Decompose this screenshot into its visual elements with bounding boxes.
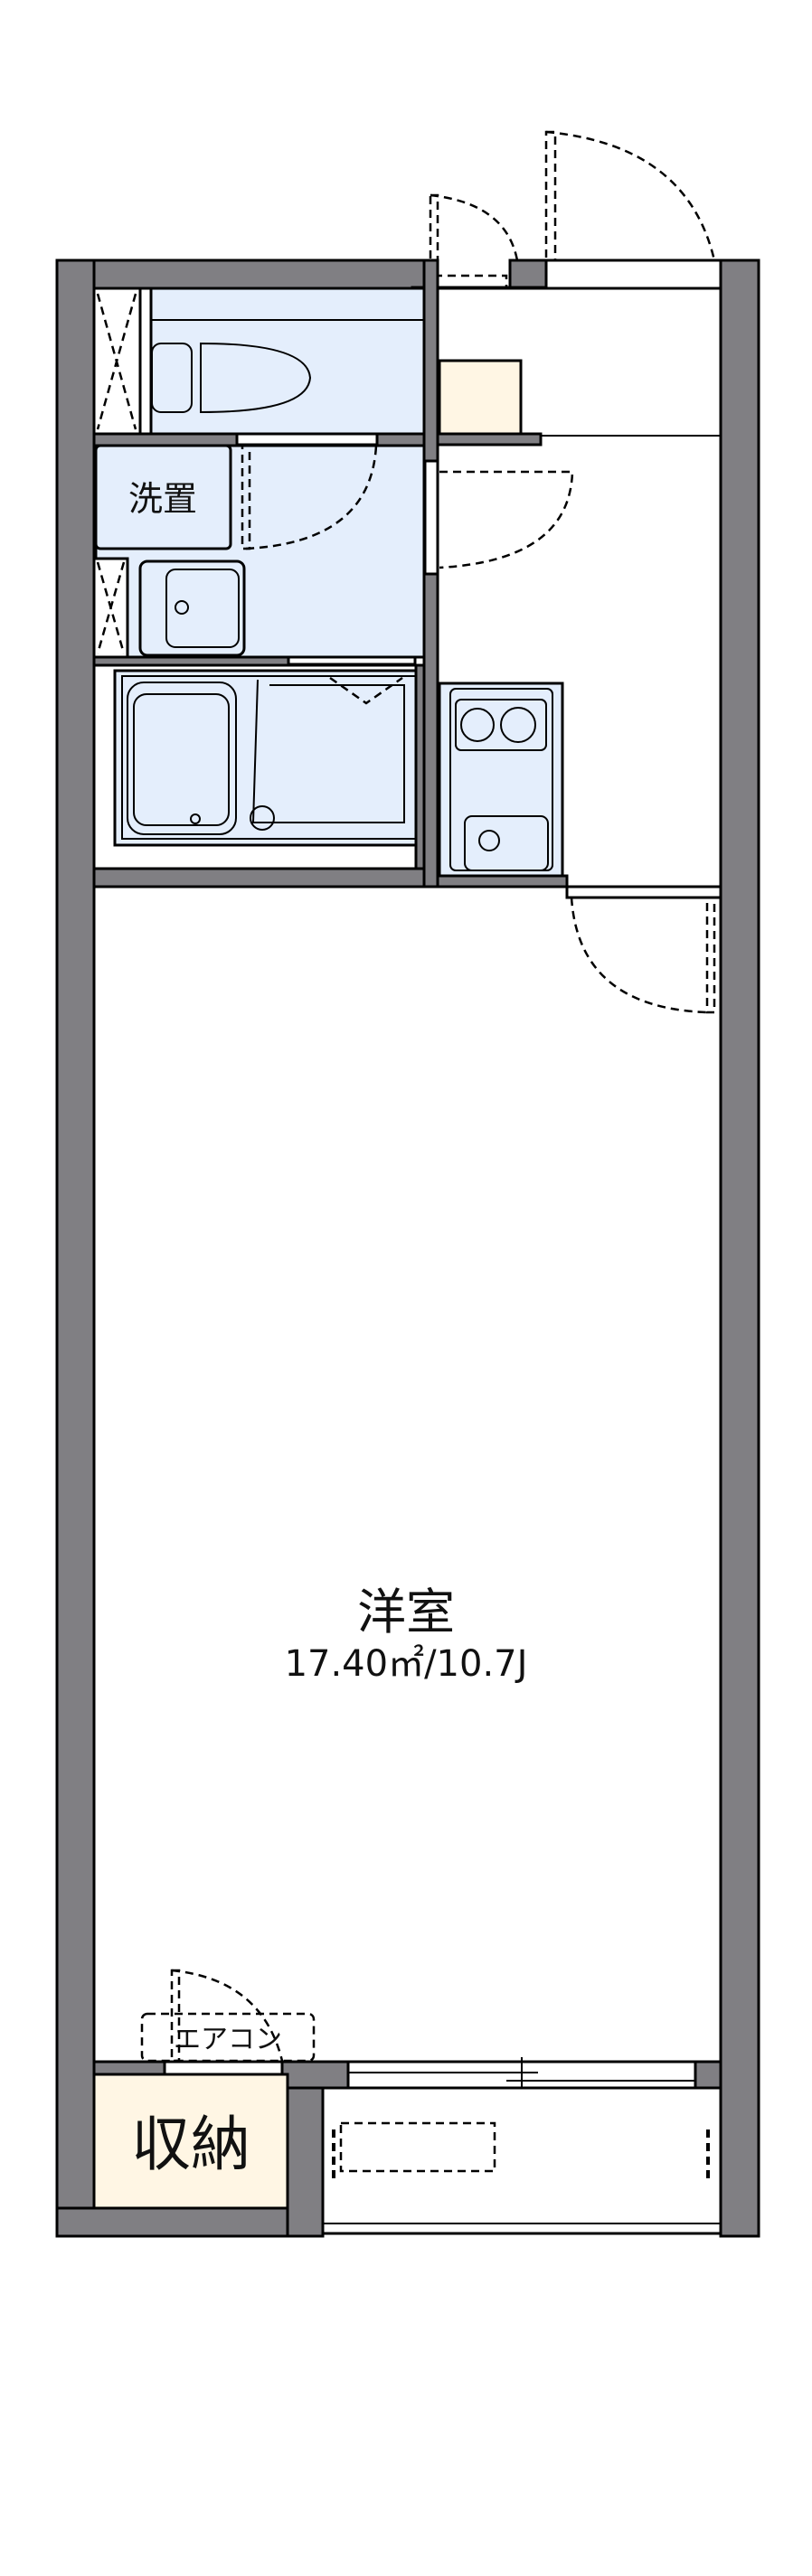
western-room xyxy=(92,885,722,2064)
entrance-step xyxy=(544,259,722,290)
bathtub-icon xyxy=(127,682,237,835)
outdoor-unit xyxy=(339,2121,496,2173)
balcony xyxy=(321,2086,722,2235)
washroom-door-swing xyxy=(245,445,378,550)
western-room-area: 17.40㎡/10.7J xyxy=(285,1643,528,1685)
balcony-window xyxy=(346,2057,697,2091)
sink-icon xyxy=(138,559,246,657)
storage-room xyxy=(92,2073,289,2210)
room-door xyxy=(565,885,722,899)
entrance-door-swing xyxy=(429,130,716,262)
storage-label: 収納 xyxy=(131,2110,250,2179)
western-room-label: 洋室 xyxy=(357,1584,455,1641)
toilet-door xyxy=(235,432,379,447)
toilet-icon xyxy=(151,342,312,414)
storage-door-swing xyxy=(171,1969,284,2062)
bathroom-floor xyxy=(113,669,423,847)
aircon-box xyxy=(140,2012,316,2063)
washing-machine-space xyxy=(94,444,232,550)
bath-door xyxy=(287,655,417,666)
aircon-label: エアコン xyxy=(174,2024,282,2055)
washroom-label: 洗置 xyxy=(128,479,197,519)
washroom-door xyxy=(423,459,439,576)
shower-icon xyxy=(250,805,275,831)
shoe-cabinet-top xyxy=(438,359,523,436)
toilet-room xyxy=(149,287,426,436)
